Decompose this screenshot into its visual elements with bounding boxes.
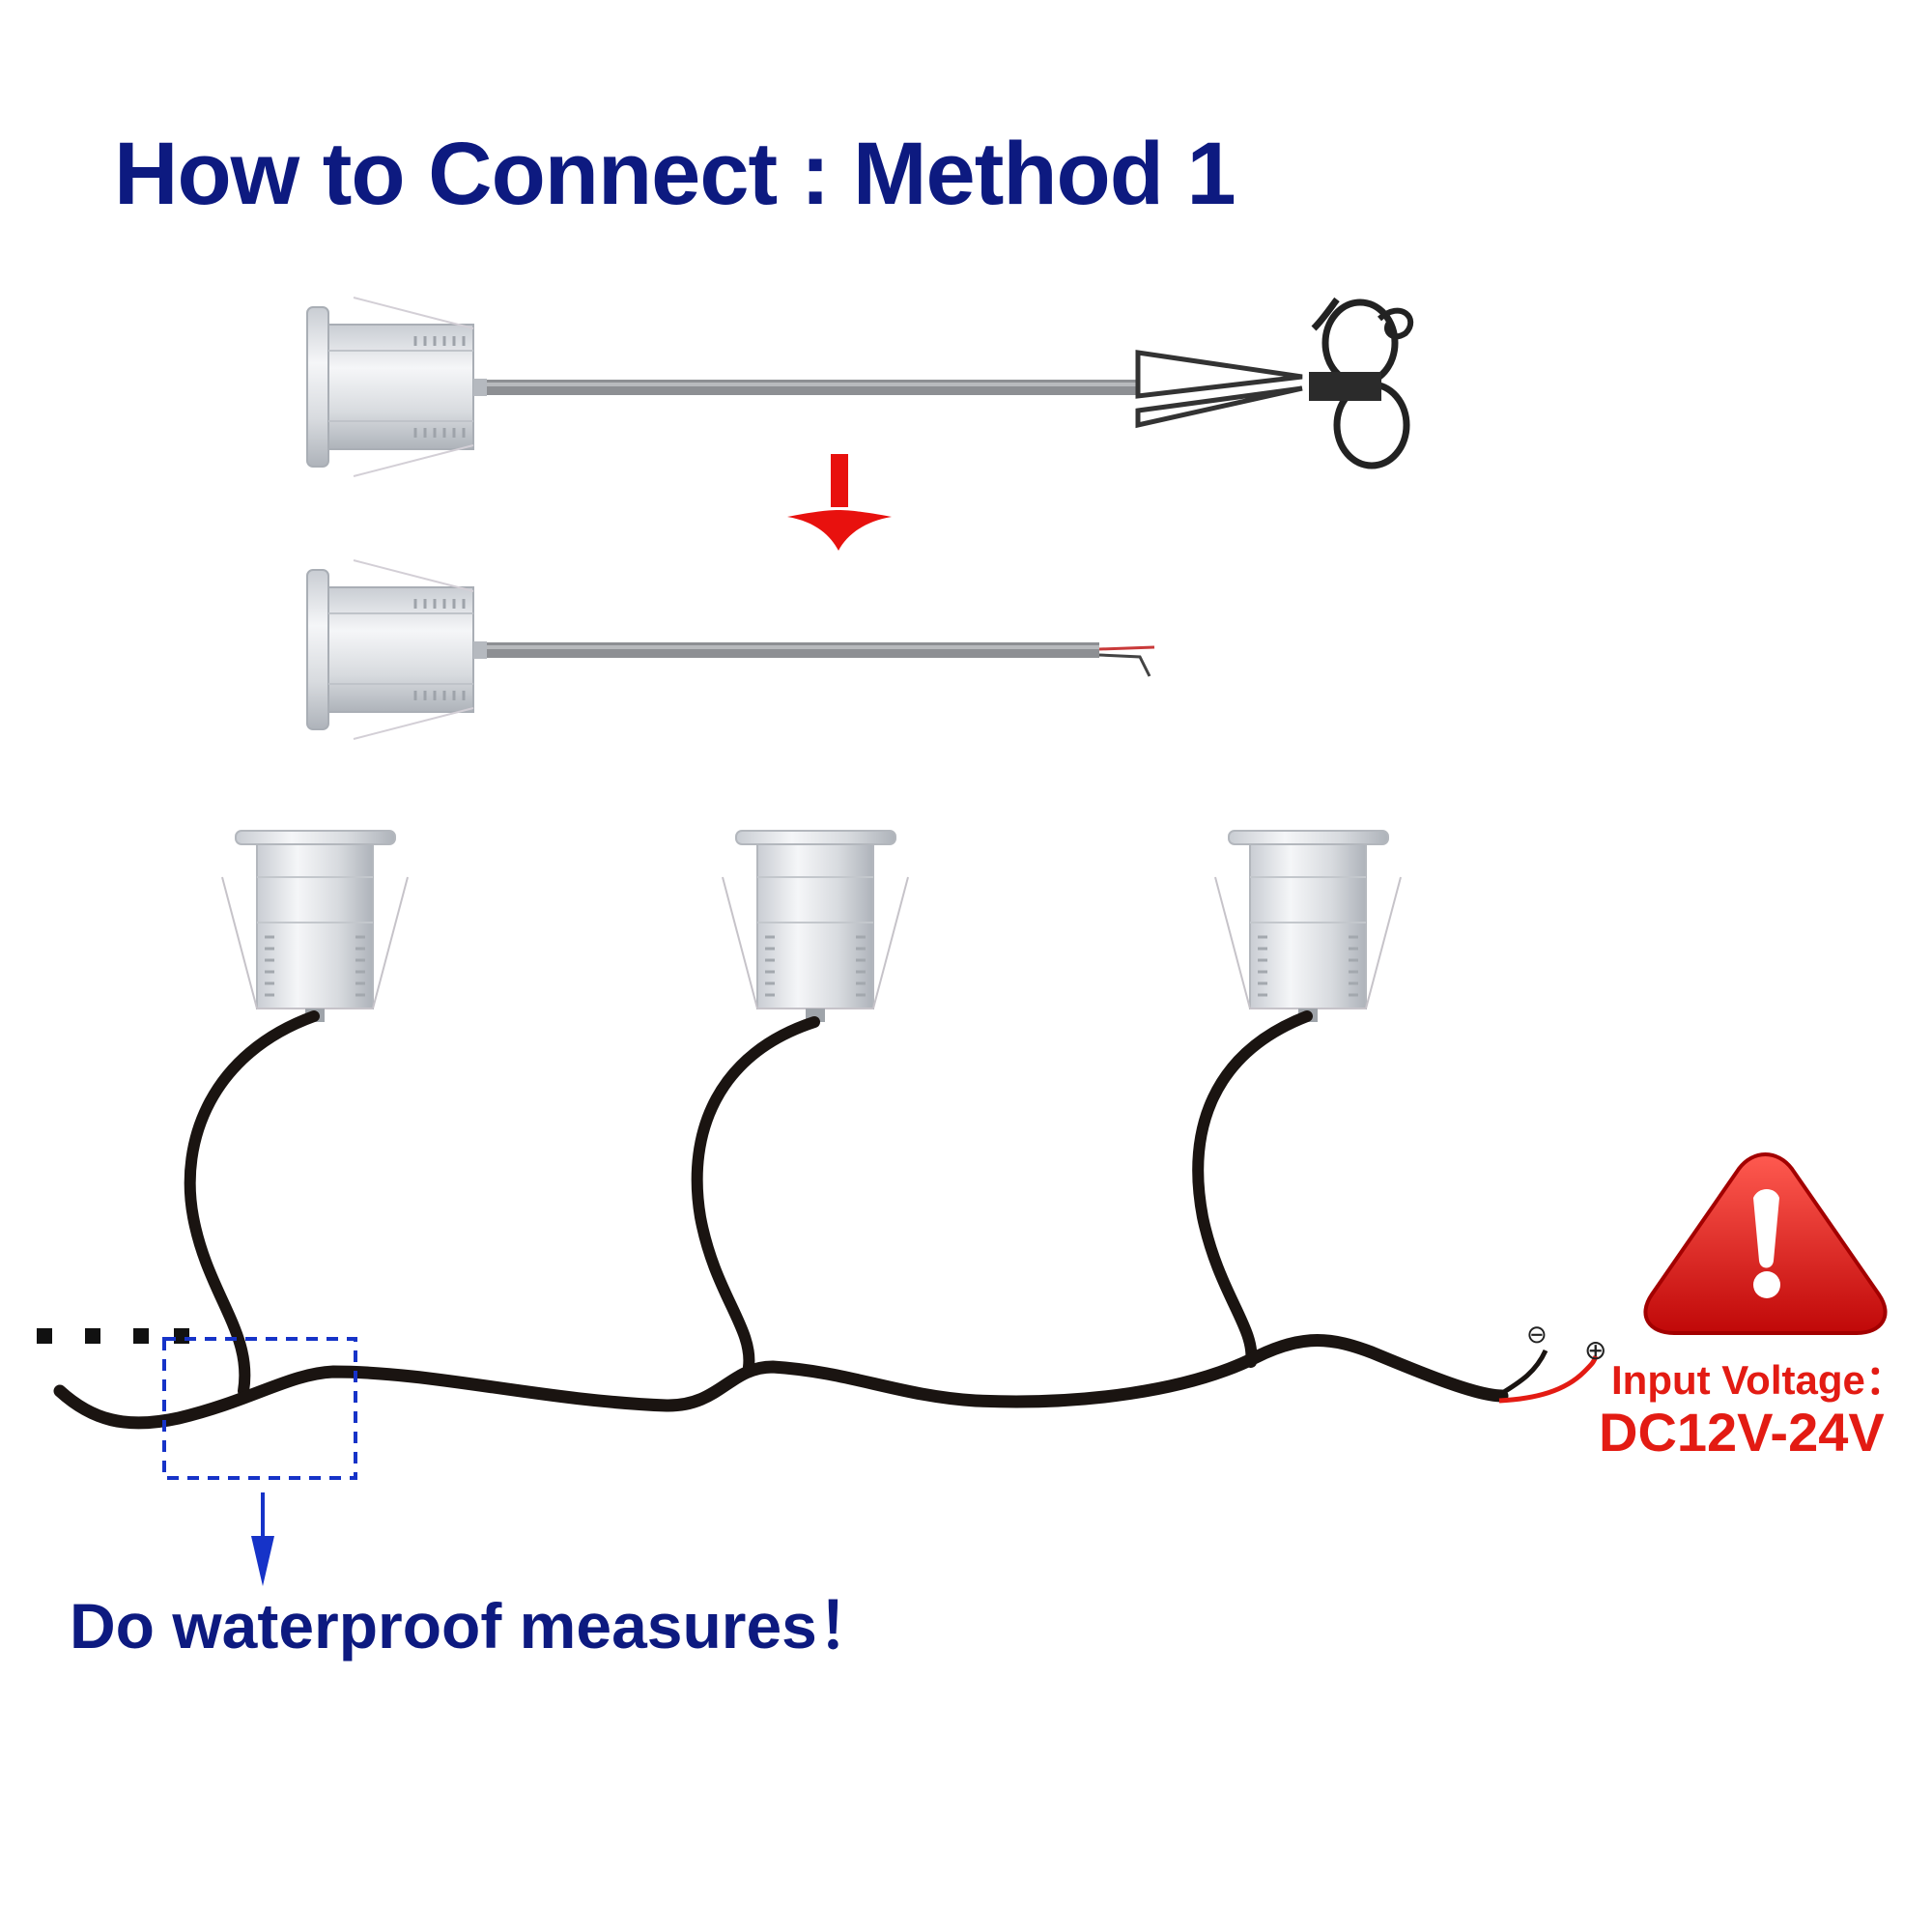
plus-terminal: ⊕ [1584, 1335, 1606, 1365]
input-voltage-value: DC12V-24V [1599, 1402, 1885, 1463]
minus-terminal: ⊖ [1526, 1320, 1548, 1349]
downlight-icon [1213, 829, 1403, 1024]
continuation-dots [37, 1328, 189, 1344]
downlight-icon [305, 558, 489, 741]
light-with-cut-cable [305, 558, 1155, 741]
page-title: How to Connect : Method 1 [114, 125, 1236, 223]
warning-icon [1643, 1152, 1888, 1335]
downlight-icon [305, 296, 489, 478]
down-arrow-icon [251, 1492, 274, 1586]
waterproof-highlight-box [162, 1337, 357, 1480]
input-voltage-label: Input Voltage： [1611, 1357, 1906, 1403]
downlight-icon [721, 829, 910, 1024]
power-leads [1497, 1349, 1599, 1404]
waterproof-note: Do waterproof measures！ [70, 1590, 881, 1662]
down-arrow-icon [787, 454, 892, 551]
light-with-cable-top [305, 296, 1144, 478]
scissors-icon [1135, 297, 1414, 469]
drop-cables [184, 1010, 1313, 1397]
downlight-icon [220, 829, 410, 1024]
main-cable [53, 1334, 1509, 1430]
